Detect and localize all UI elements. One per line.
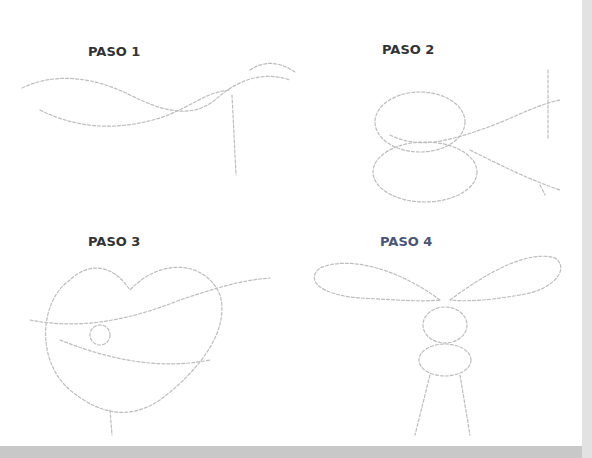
rope-sketch — [250, 63, 295, 72]
rope-sketch — [22, 76, 290, 111]
heart-loop-sketch — [46, 267, 222, 412]
rope-end — [547, 70, 548, 140]
rope-end — [232, 95, 236, 175]
rope-sketch — [60, 340, 210, 364]
rope-end — [110, 410, 112, 435]
rope-end — [460, 375, 470, 435]
rope-end — [415, 375, 430, 435]
loop-sketch — [373, 142, 477, 202]
rope-sketch — [30, 278, 270, 324]
rope-sketch — [390, 100, 560, 143]
bottom-shadow — [0, 446, 592, 458]
knot-sketch — [90, 325, 110, 345]
bow-loop-sketch — [450, 256, 561, 301]
knot-sketch — [423, 307, 467, 343]
right-shadow — [582, 0, 592, 458]
step-label: PASO 4 — [380, 234, 432, 249]
step-label: PASO 1 — [88, 44, 140, 59]
knot-sketch — [419, 344, 471, 376]
rope-sketch — [470, 150, 560, 190]
rope-end — [540, 185, 545, 195]
rope-sketch — [40, 90, 230, 126]
step-label: PASO 2 — [382, 42, 434, 57]
bow-loop-sketch — [314, 263, 440, 301]
step-label: PASO 3 — [88, 234, 140, 249]
